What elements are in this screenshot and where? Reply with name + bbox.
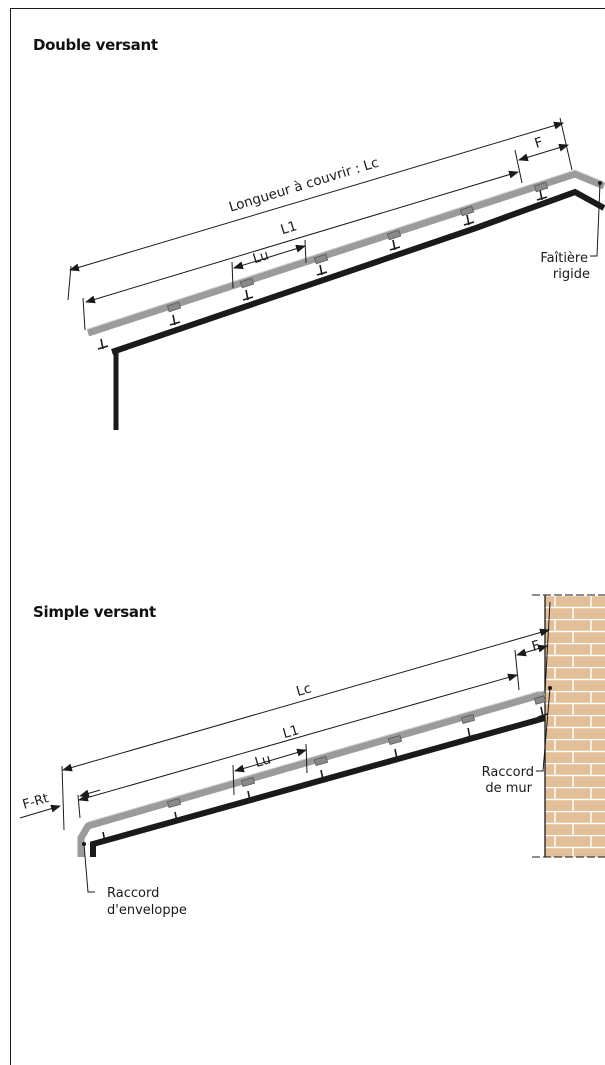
double-dimension-f <box>514 143 569 184</box>
simple-versant-diagram: Lc F L1 Lu F-Rt Raccord de mur Raccord d… <box>19 594 605 918</box>
frame-left-border <box>10 8 11 1065</box>
simple-label-env-2: d'enveloppe <box>107 903 187 918</box>
simple-label-lu: Lu <box>253 751 273 771</box>
double-faitiere-leader <box>590 182 601 257</box>
double-label-lu: Lu <box>251 247 271 267</box>
double-label-l1: L1 <box>279 218 299 238</box>
simple-label-f: F <box>530 637 542 655</box>
double-dimension-l1 <box>82 170 519 331</box>
simple-label-frt: F-Rt <box>21 791 50 813</box>
simple-versant-title: Simple versant <box>33 603 156 621</box>
double-panel-rail <box>86 170 605 337</box>
simple-enveloppe-leader <box>83 843 95 893</box>
simple-dimension-f <box>514 644 548 691</box>
simple-wall-flashing <box>539 691 546 698</box>
simple-dimension-l1 <box>77 673 518 819</box>
double-label-lc: Longueur à couvrir : Lc <box>227 155 381 216</box>
simple-label-mur-1: Raccord <box>482 765 534 780</box>
simple-dimension-frt <box>19 789 101 819</box>
double-label-faitiere-1: Faîtière <box>540 251 588 266</box>
double-label-f: F <box>533 134 545 152</box>
double-dimension-lu <box>231 239 307 289</box>
simple-label-l1: L1 <box>281 722 301 742</box>
double-support-brackets <box>97 189 548 350</box>
double-versant-title: Double versant <box>33 36 158 54</box>
simple-roof-slope <box>90 715 546 857</box>
simple-dimension-lu <box>232 743 308 796</box>
double-label-faitiere-2: rigide <box>553 267 590 282</box>
simple-panel-highlight <box>87 690 541 823</box>
simple-enveloppe-dot <box>82 842 86 846</box>
simple-label-lc: Lc <box>295 680 314 700</box>
simple-label-env-1: Raccord <box>107 886 159 901</box>
simple-mur-leader <box>536 687 551 772</box>
simple-label-mur-2: de mur <box>485 781 532 796</box>
simple-mur-dot <box>548 686 552 690</box>
simple-brick-wall <box>545 595 605 857</box>
double-faitiere-dot <box>598 181 602 185</box>
frame-top-border <box>10 8 605 9</box>
double-versant-diagram: Longueur à couvrir : Lc F L1 Lu Faîtière… <box>67 117 605 430</box>
double-dimension-lc <box>67 117 573 301</box>
